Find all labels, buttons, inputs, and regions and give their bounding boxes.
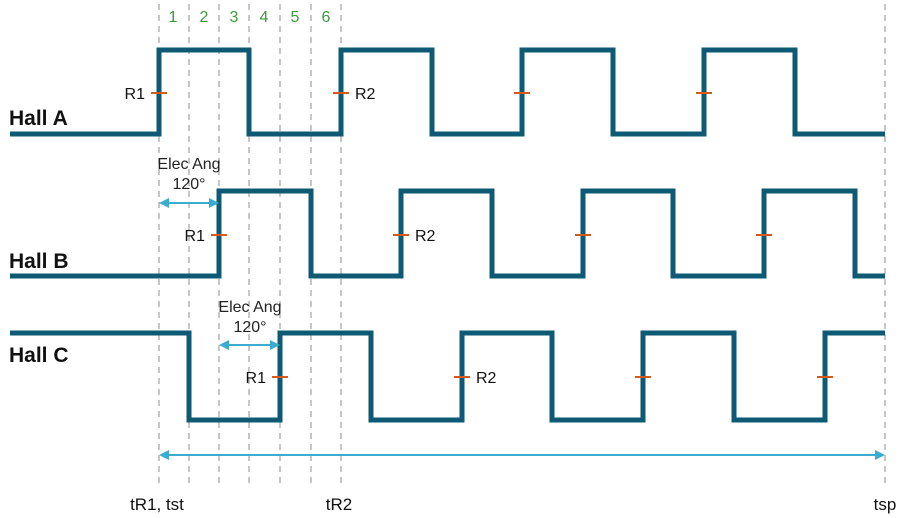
segment-label: 3	[230, 9, 239, 26]
segment-label: 2	[200, 9, 209, 26]
elec-angle-annotation-2: Elec Ang 120°	[218, 299, 282, 350]
elec-angle-value: 120°	[233, 319, 266, 336]
arrowhead-left-icon	[159, 198, 169, 208]
elec-angle-label: Elec Ang	[218, 299, 281, 316]
hall-a-r1-label: R1	[125, 86, 146, 103]
time-label-tr1-tst: tR1, tst	[130, 495, 184, 514]
hall-b-waveform	[10, 188, 885, 279]
arrowhead-right-icon	[270, 340, 280, 350]
elec-angle-annotation-1: Elec Ang 120°	[157, 156, 221, 208]
hall-c-r1-label: R1	[246, 370, 267, 387]
hall-a-waveform	[10, 47, 885, 137]
elec-angle-value: 120°	[172, 176, 205, 193]
signal-label-hall-a: Hall A	[9, 107, 68, 130]
hall-b-r1-label: R1	[185, 228, 206, 245]
segment-labels: 1 2 3 4 5 6	[169, 9, 331, 26]
arrowhead-right-icon	[209, 198, 219, 208]
arrowhead-left-icon	[219, 340, 229, 350]
time-label-tr2: tR2	[326, 495, 352, 514]
hall-c-r2-label: R2	[476, 370, 497, 387]
segment-label: 5	[291, 9, 300, 26]
elec-angle-label: Elec Ang	[157, 156, 220, 173]
signal-label-hall-c: Hall C	[9, 344, 69, 367]
arrowhead-left-icon	[159, 450, 169, 460]
time-span-arrow	[159, 450, 885, 460]
segment-label: 1	[169, 9, 178, 26]
hall-c-waveform	[10, 330, 885, 423]
transition-markers	[151, 92, 833, 378]
time-label-tsp: tsp	[874, 495, 897, 514]
segment-label: 6	[322, 9, 331, 26]
signal-label-hall-b: Hall B	[9, 250, 69, 273]
arrowhead-right-icon	[875, 450, 885, 460]
hall-b-r2-label: R2	[415, 228, 436, 245]
segment-label: 4	[260, 9, 269, 26]
hall-a-r2-label: R2	[355, 86, 376, 103]
